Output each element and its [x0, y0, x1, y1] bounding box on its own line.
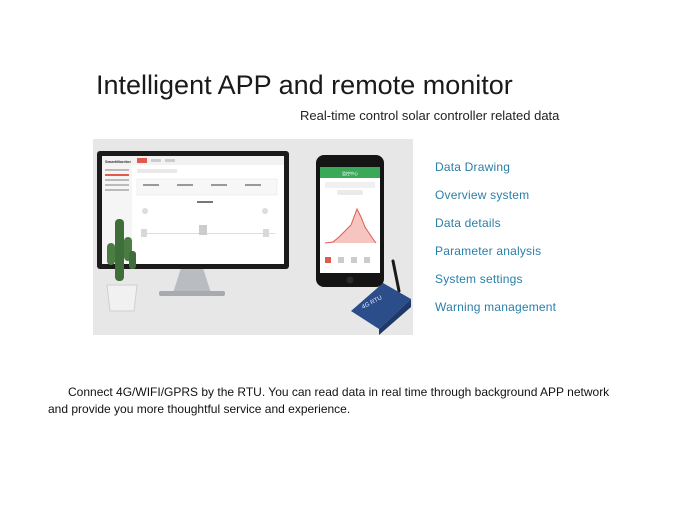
monitor-brand: SmartMonitor — [105, 159, 131, 164]
feature-warning-management: Warning management — [435, 300, 557, 314]
description-line-2: and provide you more thoughtful service … — [48, 402, 351, 416]
page-subtitle: Real-time control solar controller relat… — [300, 108, 560, 123]
description-line-1: Connect 4G/WIFI/GPRS by the RTU. You can… — [68, 385, 610, 399]
feature-data-details: Data details — [435, 216, 501, 230]
feature-list: Data Drawing Overview system Data detail… — [435, 158, 556, 326]
description-paragraph: Connect 4G/WIFI/GPRS by the RTU. You can… — [48, 384, 658, 418]
feature-data-drawing: Data Drawing — [435, 160, 511, 174]
feature-system-settings: System settings — [435, 272, 523, 286]
rtu-device — [351, 283, 411, 329]
phone-header-text: 监控中心 — [342, 170, 358, 176]
page-title: Intelligent APP and remote monitor — [96, 70, 513, 100]
monitor-phone-rtu-illustration: SmartMonitor 监控中心 — [93, 139, 413, 335]
product-photo: SmartMonitor 监控中心 — [93, 139, 413, 335]
feature-parameter-analysis: Parameter analysis — [435, 244, 542, 258]
feature-overview-system: Overview system — [435, 188, 530, 202]
